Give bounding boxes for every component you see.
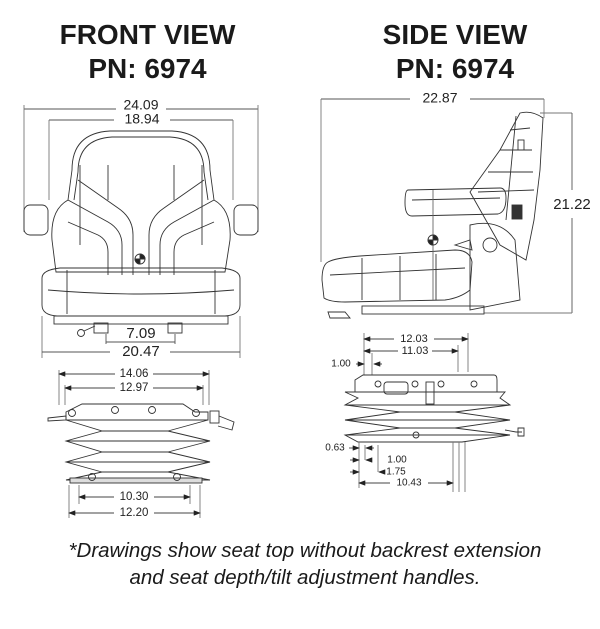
dim-front-base-outer: 12.20 <box>120 507 149 519</box>
front-suspension-drawing <box>47 370 235 518</box>
front-view-heading: FRONT VIEW PN: 6974 <box>30 18 265 86</box>
dim-mount-spacing: 7.09 <box>126 325 155 342</box>
front-view-title: FRONT VIEW <box>59 19 236 50</box>
dim-side-bottom-offset-c: 1.75 <box>386 467 406 478</box>
dim-front-top-outer: 14.06 <box>120 368 149 380</box>
dim-backrest-width: 18.94 <box>124 111 159 127</box>
footnote-line-2: and seat depth/tilt adjustment handles. <box>129 566 481 589</box>
dim-overall-width: 24.09 <box>123 97 158 113</box>
front-view-seat-drawing <box>23 105 259 358</box>
dim-seat-width: 20.47 <box>122 343 160 360</box>
dim-side-base-length: 10.43 <box>396 478 421 489</box>
dim-side-top-outer: 12.03 <box>400 333 428 345</box>
side-view-part-number: PN: 6974 <box>395 53 515 84</box>
footnote: *Drawings show seat top without backrest… <box>20 537 590 591</box>
dim-overall-height: 21.22 <box>553 196 591 213</box>
dim-side-bottom-offset-a: 0.63 <box>325 443 345 454</box>
side-view-heading: SIDE VIEW PN: 6974 <box>330 18 580 86</box>
dim-side-top-offset: 1.00 <box>331 359 351 370</box>
side-view-title: SIDE VIEW <box>382 19 528 50</box>
dim-side-bottom-offset-b: 1.00 <box>387 455 407 466</box>
dim-overall-depth: 22.87 <box>422 90 457 106</box>
footnote-line-1: *Drawings show seat top without backrest… <box>68 539 542 562</box>
side-suspension-drawing <box>343 333 525 492</box>
side-view-seat-drawing <box>320 98 573 319</box>
dim-side-top-inner: 11.03 <box>402 345 429 357</box>
front-view-part-number: PN: 6974 <box>88 53 207 84</box>
dim-front-top-inner: 12.97 <box>120 382 149 394</box>
dim-front-base-inner: 10.30 <box>120 491 149 503</box>
